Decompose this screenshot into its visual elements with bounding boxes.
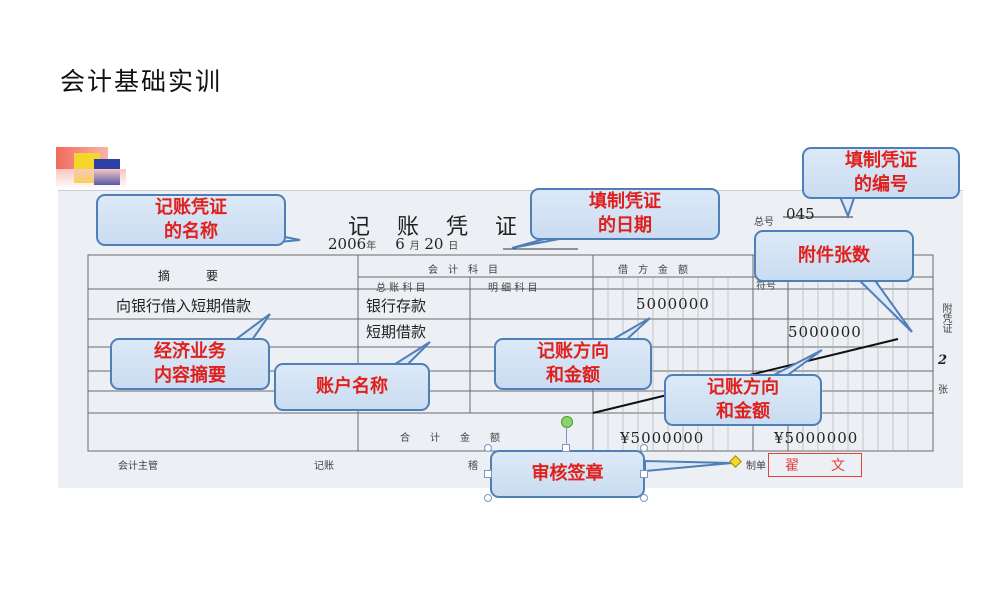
maker-stamp: 翟 文 bbox=[768, 453, 862, 477]
attach-count: 2 bbox=[938, 353, 948, 368]
callout-voucher-name: 记账凭证的名称 bbox=[96, 194, 286, 246]
row-2-account: 短期借款 bbox=[366, 323, 427, 341]
callout-review-selected[interactable]: 审核签章 bbox=[490, 450, 645, 498]
voucher-date: 2006年 6 月 20 日 bbox=[328, 235, 458, 253]
callout-credit-direction: 记账方向和金额 bbox=[664, 374, 822, 426]
selection-rotate-stem bbox=[566, 426, 567, 448]
header-symbol: 符号 bbox=[756, 281, 776, 292]
stamp-char-1: 翟 bbox=[785, 458, 799, 474]
voucher-number-value: 045 bbox=[786, 205, 815, 223]
total-credit: ¥5000000 bbox=[774, 429, 859, 447]
callout-debit-direction: 记账方向和金额 bbox=[494, 338, 652, 390]
row-1-summary: 向银行借入短期借款 bbox=[116, 297, 252, 315]
header-summary: 摘 要 bbox=[158, 269, 219, 283]
footer-bookkeeper: 记账 bbox=[314, 461, 334, 472]
callout-voucher-date: 填制凭证的日期 bbox=[530, 188, 720, 240]
resize-handle-nw[interactable] bbox=[484, 444, 492, 452]
callout-summary: 经济业务内容摘要 bbox=[110, 338, 270, 390]
footer-supervisor: 会计主管 bbox=[118, 461, 158, 472]
decorative-squares bbox=[56, 147, 126, 189]
resize-handle-e[interactable] bbox=[640, 470, 648, 478]
total-label: 合 计 金 额 bbox=[400, 433, 500, 444]
row-2-credit: 5000000 bbox=[788, 323, 862, 341]
date-month-unit: 月 bbox=[409, 241, 420, 252]
header-detail: 明 细 科 目 bbox=[488, 283, 538, 294]
callout-voucher-number: 填制凭证的编号 bbox=[802, 147, 960, 199]
resize-handle-w[interactable] bbox=[484, 470, 492, 478]
slide-title: 会计基础实训 bbox=[60, 67, 223, 96]
date-year-unit: 年 bbox=[366, 241, 377, 252]
row-1-account: 银行存款 bbox=[366, 297, 427, 315]
selection-rotate-handle[interactable] bbox=[561, 416, 573, 428]
attach-unit: 张 bbox=[938, 385, 948, 396]
date-year: 2006 bbox=[328, 235, 367, 253]
date-day: 20 bbox=[424, 235, 444, 253]
footer-reviewer: 稽 bbox=[468, 461, 478, 472]
resize-handle-sw[interactable] bbox=[484, 494, 492, 502]
stamp-char-2: 文 bbox=[831, 458, 845, 474]
footer-maker: 制单 bbox=[746, 461, 766, 472]
row-1-debit: 5000000 bbox=[636, 295, 710, 313]
date-day-unit: 日 bbox=[448, 241, 459, 252]
total-debit: ¥5000000 bbox=[620, 429, 705, 447]
header-subject: 会 计 科 目 bbox=[428, 265, 498, 276]
header-general: 总 账 科 目 bbox=[376, 283, 426, 294]
resize-handle-n[interactable] bbox=[562, 444, 570, 452]
voucher-title: 记 账 凭 证 bbox=[348, 215, 527, 240]
callout-attachments: 附件张数 bbox=[754, 230, 914, 282]
voucher-number-label: 总号 bbox=[754, 217, 774, 228]
resize-handle-se[interactable] bbox=[640, 494, 648, 502]
header-debit: 借 方 金 额 bbox=[618, 265, 688, 276]
attach-label: 附凭证 bbox=[940, 303, 951, 333]
callout-account: 账户名称 bbox=[274, 363, 430, 411]
resize-handle-ne[interactable] bbox=[640, 444, 648, 452]
date-month: 6 bbox=[395, 235, 405, 253]
